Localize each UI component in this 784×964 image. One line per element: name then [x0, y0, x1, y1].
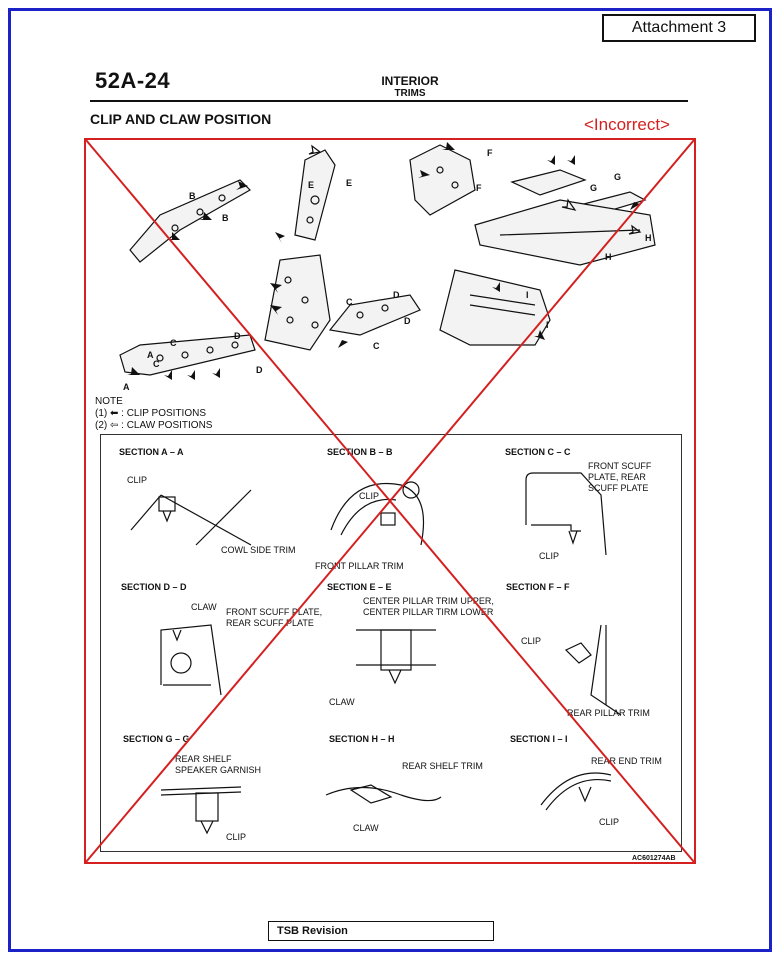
label-f-upper: F	[487, 148, 493, 158]
section-aa-drawing	[130, 489, 252, 546]
section-ee-title: SECTION E – E	[327, 582, 392, 592]
section-aa-clip-label: CLIP	[127, 475, 148, 485]
section-ee-claw-label: CLAW	[329, 697, 355, 707]
page-frame	[8, 8, 772, 952]
label-g-right: G	[614, 172, 622, 182]
section-hh-title: SECTION H – H	[329, 734, 395, 744]
label-g-left: G	[590, 183, 598, 193]
incorrect-cross-box	[84, 138, 696, 864]
label-a-lower: A	[123, 382, 130, 392]
section-ii-trim-label: REAR END TRIM	[591, 756, 662, 766]
cross-line-ascending	[85, 139, 695, 863]
page-number: 52A-24	[95, 68, 171, 93]
section-gg-drawing	[160, 786, 242, 835]
section-bb-trim-label: FRONT PILLAR TRIM	[315, 561, 404, 571]
rear-scuff-plate-part	[328, 294, 421, 336]
subcategory-heading: TRIMS	[394, 88, 426, 99]
label-d-front-lower: D	[256, 365, 263, 375]
section-dd-drawing	[160, 624, 222, 696]
section-dd-claw-label: CLAW	[191, 602, 217, 612]
section-cc-title: SECTION C – C	[505, 447, 571, 457]
label-d-lower: D	[404, 316, 411, 326]
rear-end-trim-part	[439, 269, 551, 346]
label-h-left: H	[605, 252, 612, 262]
label-h-right: H	[645, 233, 652, 243]
center-pillar-upper-part	[294, 149, 336, 241]
clip-arrows	[127, 142, 640, 380]
note-claw-line: (2) ⇦ : CLAW POSITIONS	[95, 420, 213, 431]
section-gg-title: SECTION G – G	[123, 734, 190, 744]
section-ee-label-2: CENTER PILLAR TIRM LOWER	[363, 607, 494, 617]
figure-code: AC601274AB	[632, 855, 676, 862]
section-cc-label-1: FRONT SCUFF	[588, 461, 652, 471]
front-scuff-plate-part	[119, 334, 256, 376]
section-ff-title: SECTION F – F	[506, 582, 570, 592]
section-ii-title: SECTION I – I	[510, 734, 568, 744]
section-title: CLIP AND CLAW POSITION	[90, 111, 272, 127]
section-aa-title: SECTION A – A	[119, 447, 184, 457]
label-d-upper: D	[393, 290, 400, 300]
section-drawings	[130, 472, 622, 835]
tsb-revision-box: TSB Revision	[268, 921, 494, 941]
section-cc-clip-label: CLIP	[539, 551, 560, 561]
label-e-left: E	[308, 180, 315, 190]
section-hh-drawing	[325, 784, 442, 804]
section-ii-clip-label: CLIP	[599, 817, 620, 827]
claw-arrows	[308, 144, 642, 235]
incorrect-status: <Incorrect>	[584, 115, 670, 134]
section-bb-title: SECTION B – B	[327, 447, 393, 457]
section-ee-label-1: CENTER PILLAR TRIM UPPER,	[363, 596, 494, 606]
section-bb-clip-label: CLIP	[359, 491, 380, 501]
section-ii-drawing	[540, 772, 612, 811]
section-hh-trim-label: REAR SHELF TRIM	[402, 761, 483, 771]
section-cc-label-3: SCUFF PLATE	[588, 483, 649, 493]
label-a-upper: A	[147, 350, 154, 360]
rear-pillar-part	[409, 144, 476, 216]
section-ff-drawing	[564, 624, 622, 716]
front-pillar-part	[129, 179, 251, 263]
section-cc-label-2: PLATE, REAR	[588, 472, 646, 482]
label-i-upper: I	[526, 290, 529, 300]
section-gg-label-1: REAR SHELF	[175, 754, 232, 764]
section-cc-drawing	[525, 472, 607, 556]
section-ff-trim-label: REAR PILLAR TRIM	[567, 708, 650, 718]
label-i-lower: I	[546, 320, 549, 330]
header-rule	[90, 100, 688, 102]
section-dd-title: SECTION D – D	[121, 582, 187, 592]
label-d-front-upper: D	[234, 331, 241, 341]
center-pillar-lower-part	[264, 254, 331, 351]
note-clip-line: (1) ⬅ : CLIP POSITIONS	[95, 408, 206, 419]
section-aa-trim-label: COWL SIDE TRIM	[221, 545, 296, 555]
label-b-upper: B	[189, 191, 196, 201]
section-dd-label-3: REAR SCUFF PLATE	[226, 618, 314, 628]
label-b-lower: B	[222, 213, 229, 223]
label-c-front-lower: C	[153, 359, 160, 369]
section-hh-claw-label: CLAW	[353, 823, 379, 833]
label-f-lower: F	[476, 183, 482, 193]
section-gg-label-2: SPEAKER GARNISH	[175, 765, 262, 775]
note-legend: NOTE (1) ⬅ : CLIP POSITIONS (2) ⇦ : CLAW…	[95, 396, 212, 432]
section-ff-clip-label: CLIP	[521, 636, 542, 646]
label-c-upper: C	[346, 297, 353, 307]
section-dd-label-2: FRONT SCUFF PLATE,	[226, 607, 323, 617]
label-c-lower: C	[373, 341, 380, 351]
note-heading: NOTE	[95, 396, 123, 407]
section-gg-clip-label: CLIP	[226, 832, 247, 842]
category-heading: INTERIOR	[381, 74, 439, 88]
label-e-right: E	[346, 178, 353, 188]
section-details-box: SECTION A – A CLIP COWL SIDE TRIM SECTIO…	[100, 434, 682, 852]
section-ee-drawing	[356, 629, 436, 685]
label-c-front-upper: C	[170, 338, 177, 348]
attachment-label: Attachment 3	[602, 14, 756, 42]
